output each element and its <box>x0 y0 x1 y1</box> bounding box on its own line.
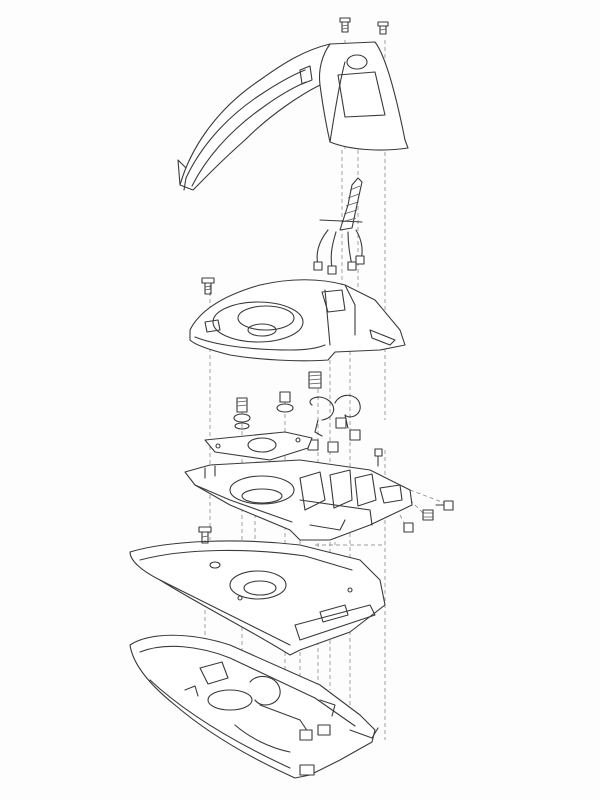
handle <box>177 41 409 191</box>
inner-chassis <box>184 459 413 541</box>
handle-screws <box>339 17 389 35</box>
gasket-plate <box>204 431 313 461</box>
thermostat-springs-and-bushings <box>233 371 361 453</box>
power-cord-and-strain-relief <box>313 177 365 275</box>
cover-plate <box>129 526 386 656</box>
housing-screw <box>201 277 215 295</box>
top-housing <box>189 279 406 362</box>
side-screws <box>374 448 454 533</box>
soleplate-heating-element <box>129 634 379 779</box>
